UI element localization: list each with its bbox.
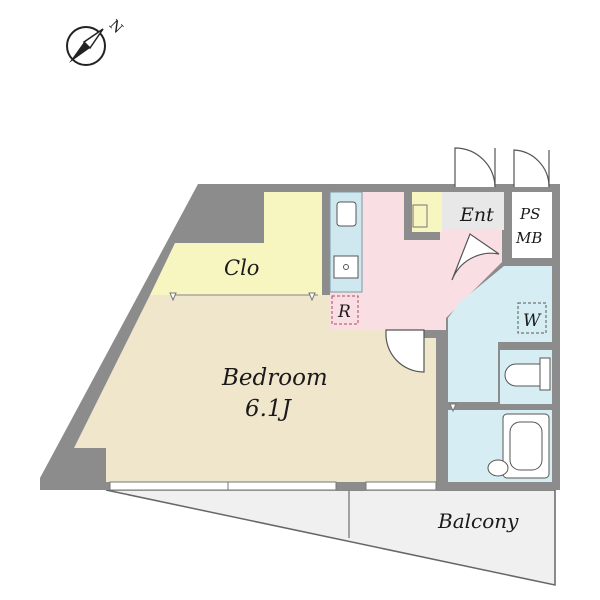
front-door-swing <box>454 147 496 188</box>
sink-icon <box>336 201 357 227</box>
compass-north-label: N <box>106 17 126 37</box>
compass: N <box>66 17 126 66</box>
balcony-label: Balcony <box>437 509 519 533</box>
washer-label: W <box>523 311 542 331</box>
toilet-tank-icon <box>539 357 551 391</box>
pipe-space <box>512 192 552 258</box>
bedroom-size-label: 6.1J <box>245 396 293 422</box>
entrance-label: Ent <box>459 204 494 226</box>
washer-space <box>517 302 547 334</box>
balcony-floor <box>105 489 556 586</box>
toilet-bowl-icon <box>504 363 541 387</box>
bedroom-window-right <box>365 481 437 491</box>
ps-door-swing <box>513 149 550 188</box>
refrigerator-space <box>331 295 359 325</box>
pipe-space-label-1: PS <box>519 205 540 223</box>
bedroom-door-swing <box>385 329 425 373</box>
bathtub-inner-icon <box>509 421 543 471</box>
hall-door-swing <box>451 233 500 281</box>
closet-label: Clo <box>224 256 259 280</box>
wash-basin-icon <box>487 459 509 477</box>
bath-door-marker <box>449 403 457 413</box>
refrigerator-label: R <box>337 302 351 322</box>
compass-needle-south <box>69 42 90 63</box>
closet-door-marker-right <box>308 292 316 302</box>
washroom-floor <box>448 266 552 402</box>
kitchen-floor <box>330 192 502 330</box>
bedroom-floor <box>74 295 436 482</box>
bedroom-label: Bedroom <box>221 365 328 391</box>
bedroom-window-left <box>109 481 337 491</box>
closet-door-marker-left <box>169 292 177 302</box>
stove-burner-icon <box>343 264 349 270</box>
entrance-floor <box>442 192 504 230</box>
shoe-cabinet-door <box>412 204 428 228</box>
stove-icon <box>333 255 359 279</box>
pipe-space-label-2: MB <box>515 229 542 247</box>
closet-floor <box>150 192 322 295</box>
